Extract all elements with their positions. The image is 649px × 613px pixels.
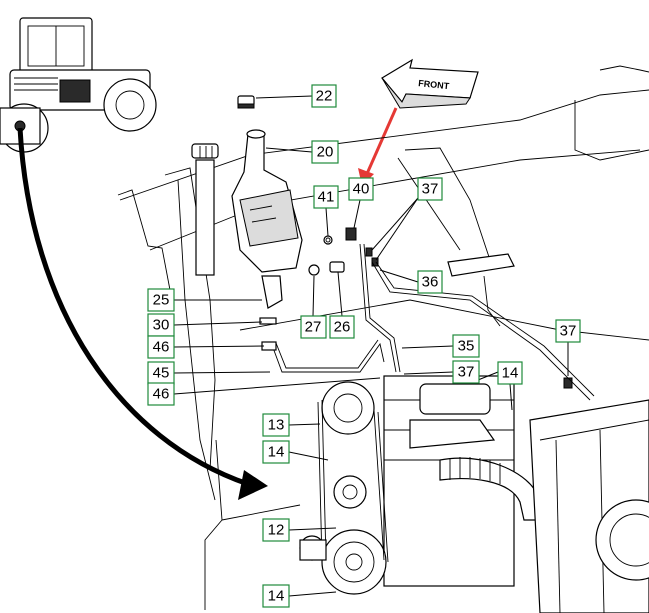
callout-label: 46 — [153, 339, 170, 356]
callout-label: 14 — [268, 444, 285, 461]
callout-37-right: 37 — [555, 319, 581, 343]
engine-assembly — [299, 375, 541, 595]
callout-13: 13 — [262, 413, 290, 437]
callout-35: 35 — [452, 334, 480, 358]
radiator — [529, 399, 649, 613]
leader-lines — [173, 95, 569, 597]
callout-label: 26 — [334, 319, 351, 336]
callout-label: 25 — [153, 292, 170, 309]
callout-label: 45 — [153, 365, 170, 382]
callout-label: 30 — [153, 317, 170, 334]
callout-46-lower: 46 — [147, 382, 175, 406]
highlight-arrow — [358, 107, 398, 186]
coolant-hoses — [271, 243, 595, 401]
callout-label: 14 — [502, 365, 519, 382]
callout-27: 27 — [300, 315, 327, 339]
callout-label: 46 — [153, 386, 170, 403]
callout-22: 22 — [311, 84, 337, 108]
roller-thumbnail — [0, 17, 157, 153]
callout-label: 20 — [317, 144, 334, 161]
callout-label: 35 — [458, 338, 475, 355]
callout-14-bottom: 14 — [262, 584, 290, 608]
front-arrow-text: FRONT — [418, 78, 450, 91]
callout-label: 40 — [353, 181, 370, 198]
callout-label: 36 — [422, 274, 439, 291]
front-direction-arrow: FRONT — [381, 58, 479, 109]
callout-14-top: 14 — [497, 361, 523, 385]
callout-label: 37 — [422, 181, 439, 198]
callout-label: 12 — [268, 522, 285, 539]
callout-label: 22 — [316, 88, 333, 105]
callout-41: 41 — [313, 185, 339, 209]
callout-14-mid: 14 — [262, 440, 290, 464]
callout-label: 14 — [268, 588, 285, 605]
callout-26: 26 — [329, 315, 355, 339]
location-pointer-arrow — [17, 127, 268, 500]
callout-30: 30 — [147, 313, 175, 337]
callout-12: 12 — [262, 518, 290, 542]
machine-frame — [117, 65, 649, 610]
callout-45: 45 — [147, 361, 175, 385]
callout-37-mid: 37 — [452, 360, 480, 384]
expansion-tank — [231, 95, 303, 273]
callout-label: 13 — [268, 417, 285, 434]
small-fittings — [308, 227, 573, 389]
callout-label: 37 — [560, 323, 577, 340]
callout-label: 37 — [458, 364, 475, 381]
callout-25: 25 — [147, 288, 175, 312]
callout-36: 36 — [417, 270, 443, 294]
callout-label: 27 — [305, 319, 322, 336]
callout-46: 46 — [147, 335, 175, 359]
callout-40: 40 — [348, 177, 374, 201]
tank-bracket — [259, 275, 283, 351]
callout-label: 41 — [318, 189, 335, 206]
callout-20: 20 — [311, 140, 339, 164]
callout-37: 37 — [417, 177, 443, 201]
